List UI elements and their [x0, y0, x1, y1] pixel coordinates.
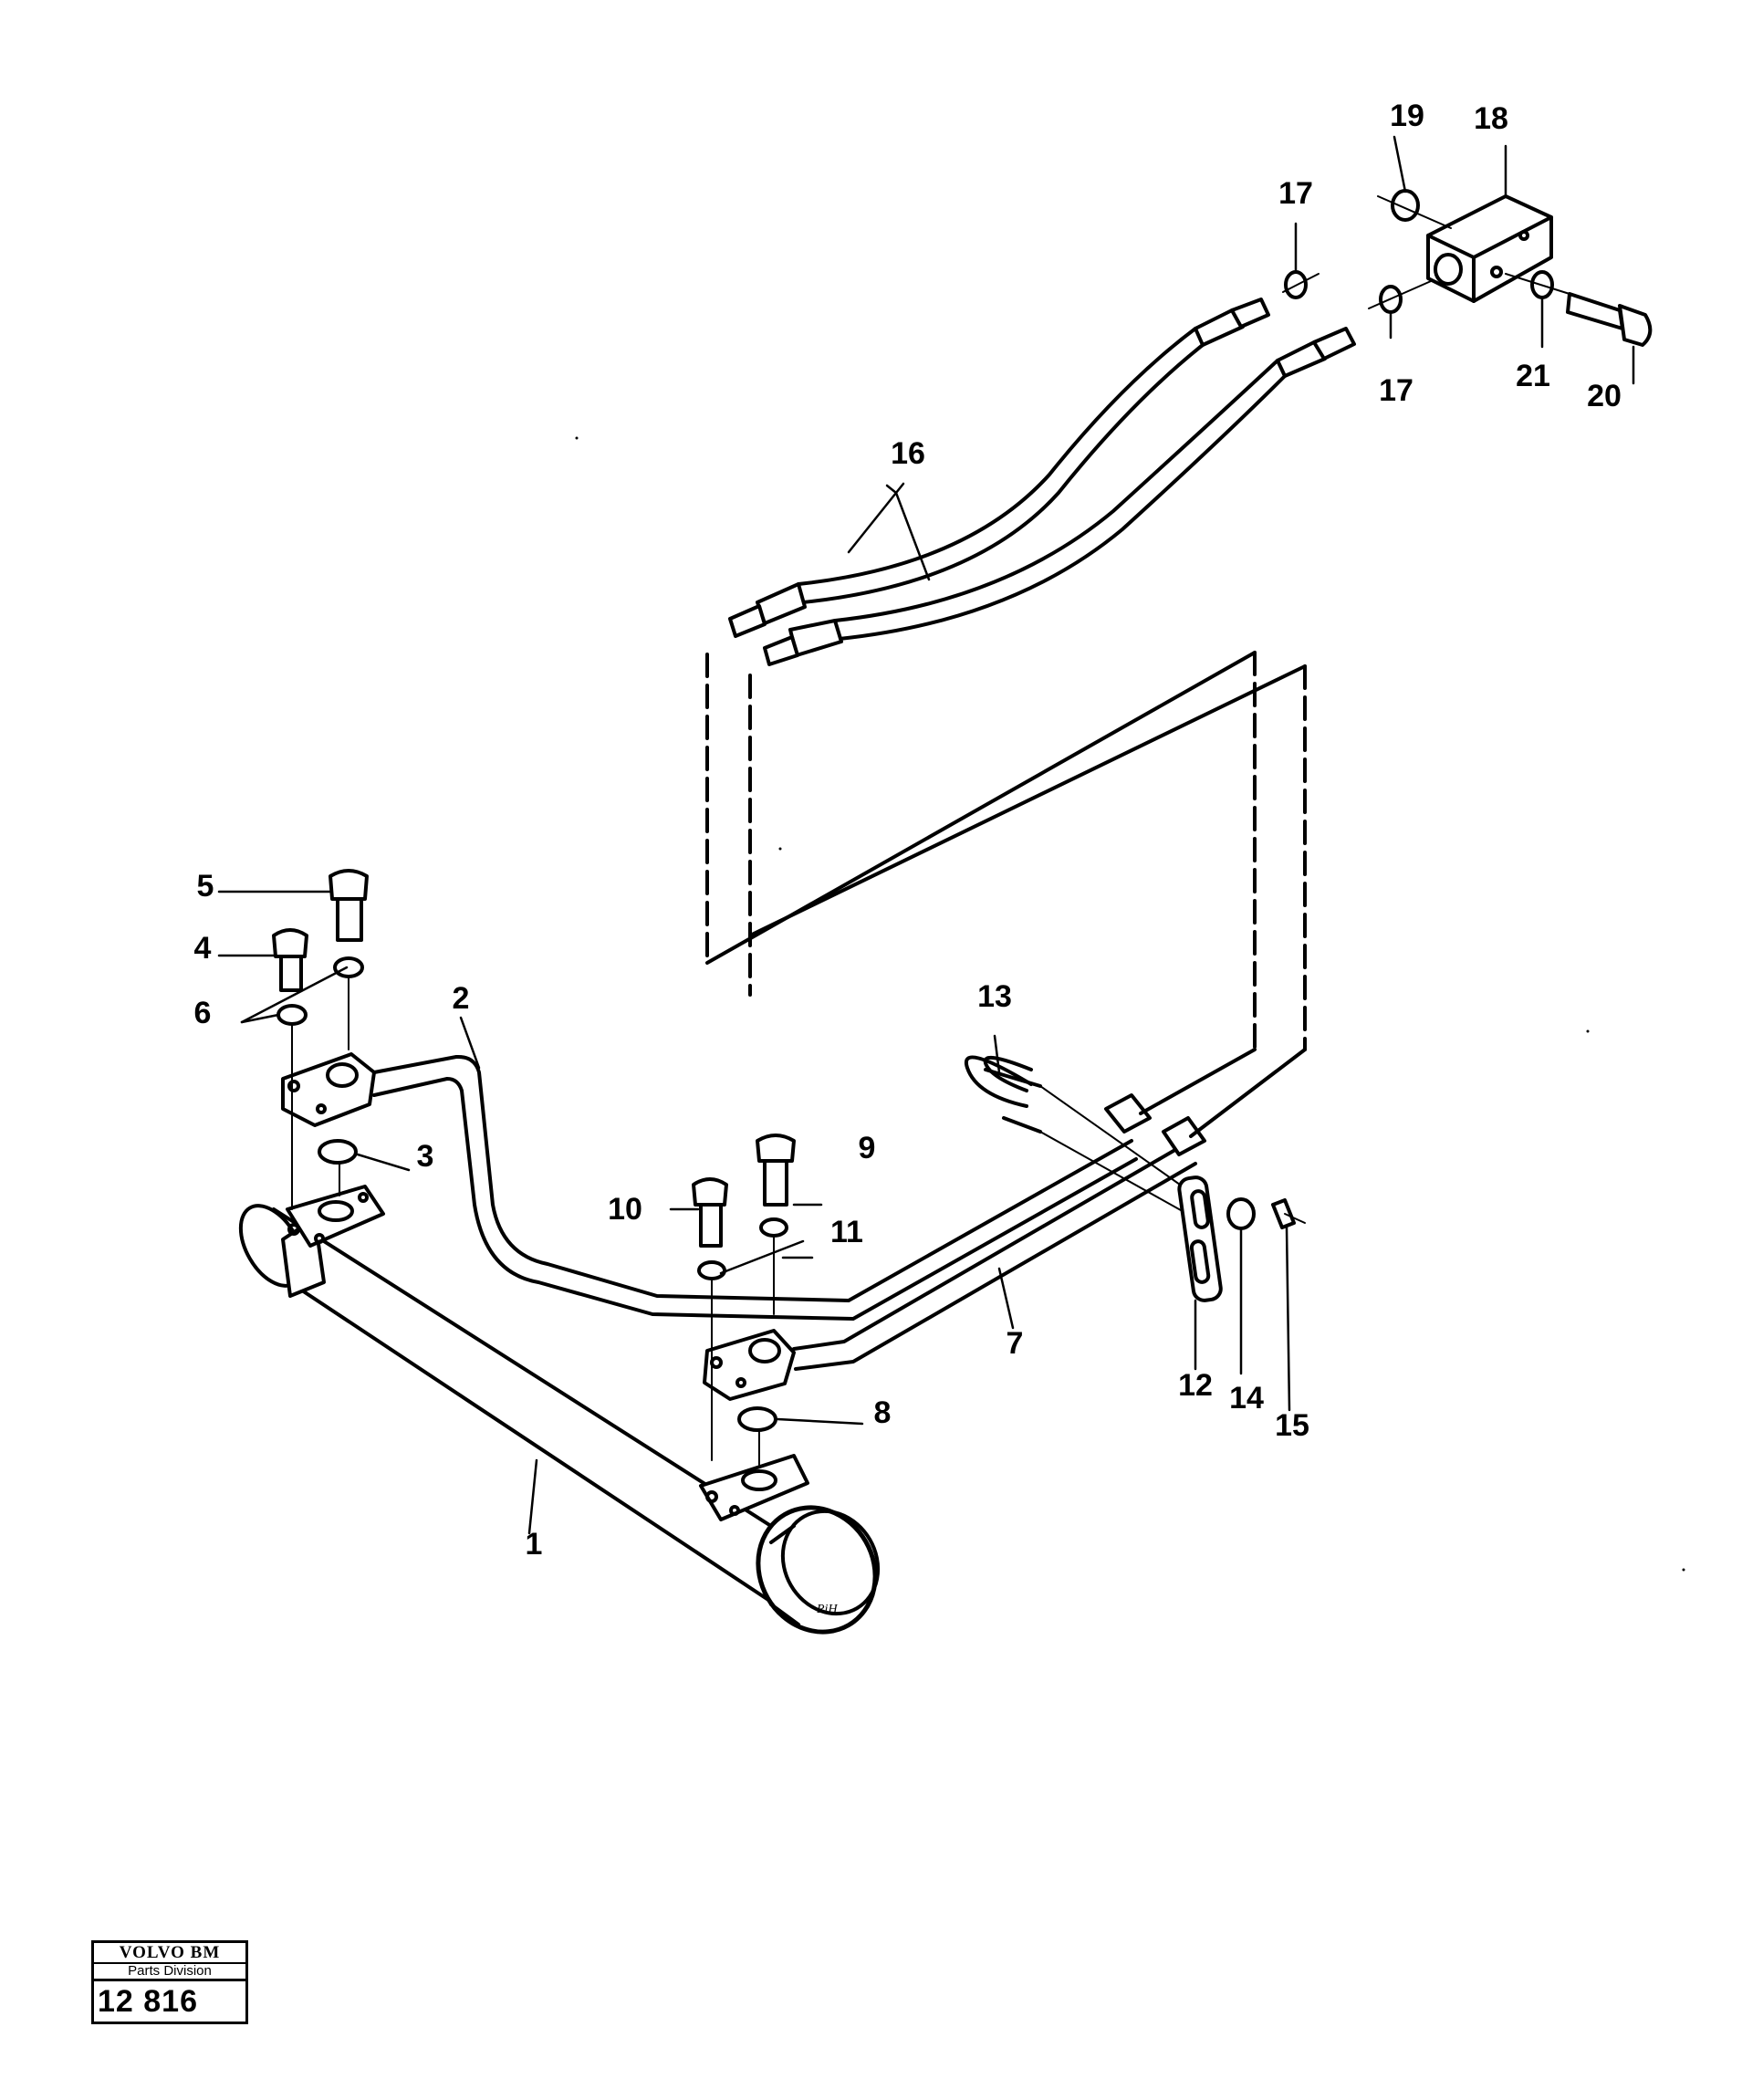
part-label-10: 10 — [608, 1192, 642, 1227]
part-label-14: 14 — [1229, 1381, 1264, 1416]
part-label-2: 2 — [452, 981, 470, 1016]
connection-lines — [705, 651, 1307, 1051]
pipe-2 — [281, 1052, 1138, 1321]
part-label-8: 8 — [873, 1395, 892, 1430]
connection-lines-solid — [705, 651, 1307, 1138]
seal-3 — [318, 1139, 358, 1165]
stamp-division: Parts Division — [94, 1962, 245, 1979]
cylinder — [238, 1185, 881, 1635]
part-label-7: 7 — [1006, 1326, 1024, 1361]
pipe-end-fittings — [1104, 1093, 1206, 1156]
part-label-9: 9 — [858, 1131, 876, 1165]
hoses-16 — [728, 298, 1356, 666]
part-label-11: 11 — [830, 1215, 863, 1249]
part-label-15: 15 — [1275, 1408, 1309, 1443]
part-label-4: 4 — [193, 931, 212, 966]
part-label-20: 20 — [1587, 379, 1622, 413]
bolts-9-10 — [692, 1134, 796, 1466]
part-label-16: 16 — [891, 436, 925, 471]
part-label-3: 3 — [416, 1139, 434, 1174]
part-label-18: 18 — [1474, 101, 1508, 136]
part-label-17-upper: 17 — [1278, 176, 1313, 211]
part-label-17-lower: 17 — [1379, 373, 1413, 408]
volvo-bm-stamp: VOLVO BM Parts Division 12 816 — [91, 1940, 248, 2024]
part-label-12: 12 — [1178, 1368, 1213, 1403]
stamp-number: 12 816 — [94, 1979, 245, 2022]
seals-17 — [1282, 270, 1438, 314]
clamp-12 — [1177, 1175, 1306, 1302]
pipe-7 — [703, 1139, 1197, 1401]
part-label-6: 6 — [193, 996, 212, 1030]
artist-mark: RiH — [817, 1603, 838, 1616]
bolts-4-5 — [272, 869, 369, 1210]
leader-lines — [217, 135, 1635, 1535]
part-label-5: 5 — [196, 869, 214, 904]
part-label-21: 21 — [1516, 359, 1550, 393]
u-bolt-13 — [964, 1055, 1196, 1219]
stamp-brand: VOLVO BM — [119, 1943, 221, 1962]
part-label-1: 1 — [525, 1527, 543, 1562]
part-label-13: 13 — [977, 979, 1012, 1014]
part-label-19: 19 — [1390, 99, 1424, 133]
